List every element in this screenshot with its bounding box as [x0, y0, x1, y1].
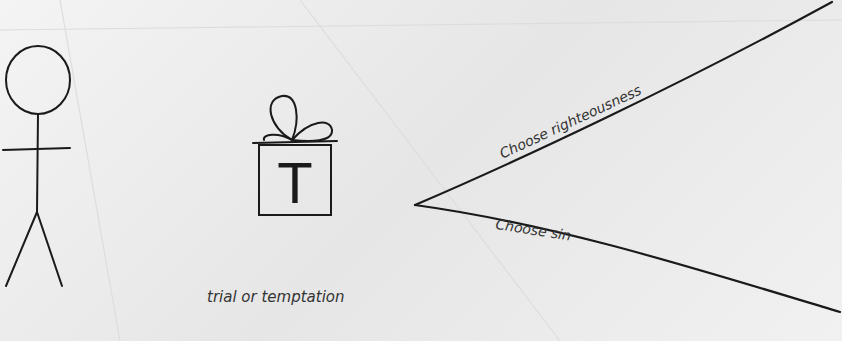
gift-bow [253, 96, 337, 143]
decision-paths [415, 2, 840, 312]
box-letter: T [277, 154, 312, 212]
path-label: Choose sin [494, 216, 572, 244]
path-label: Choose righteousness [497, 82, 644, 162]
gift-box: T [258, 144, 332, 216]
caption-note: trial or temptation [207, 288, 345, 306]
stick-figure [3, 46, 70, 286]
